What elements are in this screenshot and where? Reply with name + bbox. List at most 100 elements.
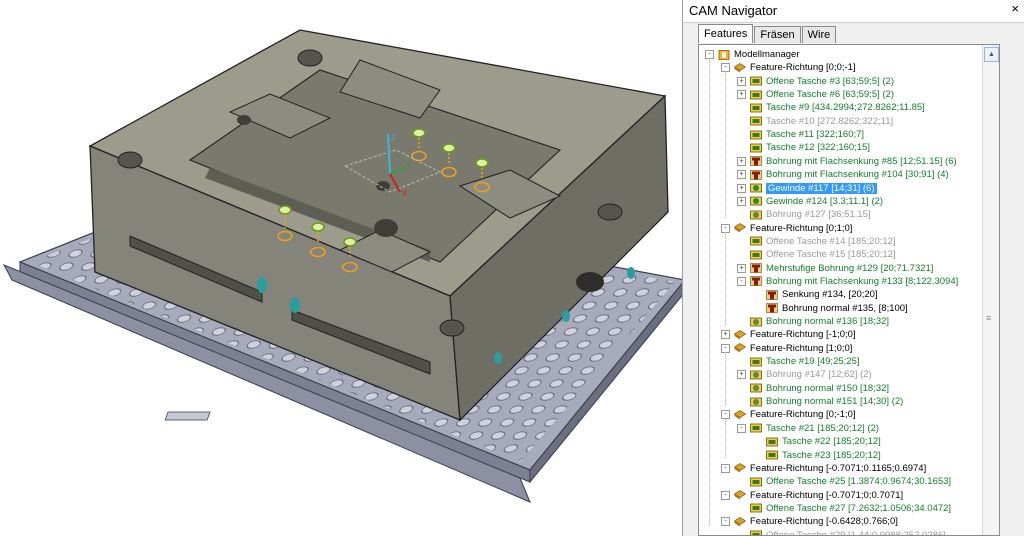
tree-item-tasche-12-322-160-15[interactable]: Tasche #12 [322;160;15] <box>737 141 870 154</box>
direction-icon <box>734 489 750 502</box>
tree-item-label: Gewinde #117 [14;31] (6) <box>766 182 877 194</box>
tree-item-label: Tasche #23 [185;20;12] <box>782 449 881 461</box>
pocket-icon <box>750 115 766 128</box>
scroll-grip-icon[interactable]: ≡ <box>986 313 992 323</box>
collapse-icon[interactable]: - <box>721 490 730 500</box>
tree-item-offene-tasche-29-1-44-0-9988-252-0286[interactable]: Offene Tasche #29 [1.44;0.9988;252.0286] <box>737 529 946 536</box>
tree-item-label: Bohrung mit Flachsenkung #85 [12;51.15] … <box>766 155 957 167</box>
counterbore-icon <box>750 168 766 181</box>
tree-item-tasche-19-49-25-25[interactable]: Tasche #19 [49;25;25] <box>737 355 860 368</box>
tree-item-label: Offene Tasche #3 [63;59;5] (2) <box>766 75 894 87</box>
expand-icon[interactable]: + <box>737 196 746 206</box>
thread-icon <box>750 195 766 208</box>
expand-icon[interactable]: + <box>737 370 746 380</box>
tree-item-gewinde-117-14-31-6[interactable]: + Gewinde #117 [14;31] (6) <box>737 182 877 195</box>
cad-model[interactable]: Z Y X <box>0 0 682 536</box>
tree-item-label: Feature-Richtung [-1;0;0] <box>750 329 856 341</box>
hole-icon <box>750 208 766 221</box>
tree-item-bohrung-147-12-62-2[interactable]: +Bohrung #147 [12;62] (2) <box>737 368 872 381</box>
tree-item-feature-richtung-0-1-0[interactable]: -Feature-Richtung [0;1;0] <box>721 222 852 235</box>
expand-icon[interactable]: + <box>721 330 730 340</box>
vertical-scrollbar[interactable]: ▲ ≡ <box>982 45 999 535</box>
pocket-icon <box>750 235 766 248</box>
close-icon[interactable]: × <box>1011 1 1019 16</box>
counterbore-icon <box>750 275 766 288</box>
tree-item-offene-tasche-27-7-2632-1-0506-34-0472[interactable]: Offene Tasche #27 [7.2632;1.0506;34.0472… <box>737 502 951 515</box>
pocket-icon <box>750 101 766 114</box>
counterbore-icon <box>766 302 782 315</box>
tree-item-bohrung-mit-flachsenkung-85-12-51-15-6[interactable]: + Bohrung mit Flachsenkung #85 [12;51.15]… <box>737 155 957 168</box>
tree-item-bohrung-mit-flachsenkung-104-30-91-4[interactable]: +Bohrung mit Flachsenkung #104 [30;91] (… <box>737 168 949 181</box>
thread-icon <box>750 182 766 195</box>
tree-item-label: Feature-Richtung [-0.6428;0.766;0] <box>750 516 898 528</box>
tree-item-feature-richtung-1-0-0[interactable]: + Feature-Richtung [-1;0;0] <box>721 328 856 341</box>
direction-icon <box>734 462 750 475</box>
tree-item-offene-tasche-25-1-3874-0-9674-30-1653[interactable]: Offene Tasche #25 [1.3874;0.9674;30.1653… <box>737 475 951 488</box>
tree-item-gewinde-124-3-3-11-1-2[interactable]: + Gewinde #124 [3.3;11.1] (2) <box>737 195 883 208</box>
tree-item-feature-richtung-0-7071-0-0-7071[interactable]: - Feature-Richtung [-0.7071;0;0.7071] <box>721 489 903 502</box>
collapse-icon[interactable]: - <box>737 423 746 433</box>
tree-item-bohrung-normal-150-18-32[interactable]: Bohrung normal #150 [18;32] <box>737 382 889 395</box>
tree-item-offene-tasche-6-63-59-5-2[interactable]: + Offene Tasche #6 [63;59;5] (2) <box>737 88 894 101</box>
tree-item-label: Mehrstufige Bohrung #129 [20;71.7321] <box>766 262 934 274</box>
tree-item-offene-tasche-3-63-59-5-2[interactable]: + Offene Tasche #3 [63;59;5] (2) <box>737 75 894 88</box>
expand-icon[interactable]: + <box>737 156 746 166</box>
tab-fr-sen[interactable]: Fräsen <box>754 26 801 43</box>
expand-icon[interactable]: + <box>737 90 746 100</box>
tree-item-mehrstufige-bohrung-129-20-71-7321[interactable]: + Mehrstufige Bohrung #129 [20;71.7321] <box>737 262 933 275</box>
tree-item-senkung-134-20-20[interactable]: Senkung #134, [20;20] <box>753 288 878 301</box>
direction-icon <box>734 515 750 528</box>
tree-item-label: Modellmanager <box>734 49 800 60</box>
tree-connector <box>725 418 726 459</box>
tree-item-tasche-21-185-20-12-2[interactable]: -Tasche #21 [185;20;12] (2) <box>737 422 879 435</box>
tree-item-feature-richtung-0-1-0[interactable]: -Feature-Richtung [0;-1;0] <box>721 408 856 421</box>
tree-item-bohrung-normal-135-8-100[interactable]: Bohrung normal #135, [8;100] <box>753 302 908 315</box>
tree-item-label: Feature-Richtung [-0.7071;0;0.7071] <box>750 489 904 501</box>
tree-item-tasche-22-185-20-12[interactable]: Tasche #22 [185;20;12] <box>753 435 881 448</box>
tree-item-label: Bohrung #127 [36;51.15] <box>766 209 871 221</box>
tree-item-feature-richtung-0-0-1[interactable]: -Feature-Richtung [0;0;-1] <box>721 61 856 74</box>
tree-item-offene-tasche-14-185-20-12[interactable]: Offene Tasche #14 [185;20;12] <box>737 235 896 248</box>
expand-icon[interactable]: + <box>737 170 746 180</box>
tree-item-label: Bohrung normal #135, [8;100] <box>782 302 908 314</box>
tree-item-label: Gewinde #124 [3.3;11.1] (2) <box>766 195 884 207</box>
tree-item-offene-tasche-15-185-20-12[interactable]: Offene Tasche #15 [185;20;12] <box>737 248 896 261</box>
tree-item-tasche-11-322-160-7[interactable]: Tasche #11 [322;160;7] <box>737 128 864 141</box>
tree-item-label: Offene Tasche #29 [1.44;0.9988;252.0286] <box>766 529 946 536</box>
expand-icon[interactable]: + <box>737 183 746 193</box>
tree-item-tasche-9-434-2994-272-8262-11-85[interactable]: Tasche #9 [434.2994;272.8262;11.85] <box>737 101 925 114</box>
tree-item-label: Offene Tasche #6 [63;59;5] (2) <box>766 89 894 101</box>
model-manager-icon <box>718 48 734 61</box>
tree-item-label: Tasche #10 [272.8262;322;11] <box>766 115 894 127</box>
tree-item-feature-richtung-1-0-0[interactable]: -Feature-Richtung [1;0;0] <box>721 342 852 355</box>
pocket-icon <box>750 248 766 261</box>
pocket-icon <box>750 75 766 88</box>
tab-features[interactable]: Features <box>698 24 754 43</box>
tree-item-feature-richtung-0-7071-0-1165-0-6974[interactable]: - Feature-Richtung [-0.7071;0.1165;0.6974… <box>721 462 926 475</box>
tree-item-bohrung-normal-151-14-30-2[interactable]: Bohrung normal #151 [14;30] (2) <box>737 395 903 408</box>
tree-item-tasche-10-272-8262-322-11[interactable]: Tasche #10 [272.8262;322;11] <box>737 115 893 128</box>
collapse-icon[interactable]: - <box>721 463 730 473</box>
collapse-icon[interactable]: - <box>737 276 746 286</box>
tree-item-label: Feature-Richtung [-0.7071;0.1165;0.6974] <box>750 462 927 474</box>
feature-tree[interactable]: ▲ ≡ -Modellmanager-Feature-Richtung [0;0… <box>698 44 1000 536</box>
tree-item-tasche-23-185-20-12[interactable]: Tasche #23 [185;20;12] <box>753 449 881 462</box>
expand-icon[interactable]: + <box>737 76 746 86</box>
tree-item-bohrung-127-36-51-15[interactable]: Bohrung #127 [36;51.15] <box>737 208 871 221</box>
counterbore-icon <box>766 288 782 301</box>
tree-item-bohrung-normal-136-18-32[interactable]: Bohrung normal #136 [18;32] <box>737 315 889 328</box>
tree-item-label: Bohrung normal #151 [14;30] (2) <box>766 396 904 408</box>
tree-item-feature-richtung-0-6428-0-766-0[interactable]: - Feature-Richtung [-0.6428;0.766;0] <box>721 515 898 528</box>
scroll-up-icon[interactable]: ▲ <box>984 47 999 62</box>
tree-item-bohrung-mit-flachsenkung-133-8-122-3094[interactable]: -Bohrung mit Flachsenkung #133 [8;122.30… <box>737 275 958 288</box>
tab-wire[interactable]: Wire <box>801 26 837 43</box>
pocket-icon <box>750 128 766 141</box>
collapse-icon[interactable]: - <box>721 517 730 527</box>
direction-icon <box>734 342 750 355</box>
tree-item-modellmanager[interactable]: -Modellmanager <box>705 48 799 61</box>
pocket-icon <box>766 449 782 462</box>
3d-viewport[interactable]: Z Y X <box>0 0 682 536</box>
expand-icon[interactable]: + <box>737 263 746 273</box>
thread-markers <box>277 128 490 273</box>
